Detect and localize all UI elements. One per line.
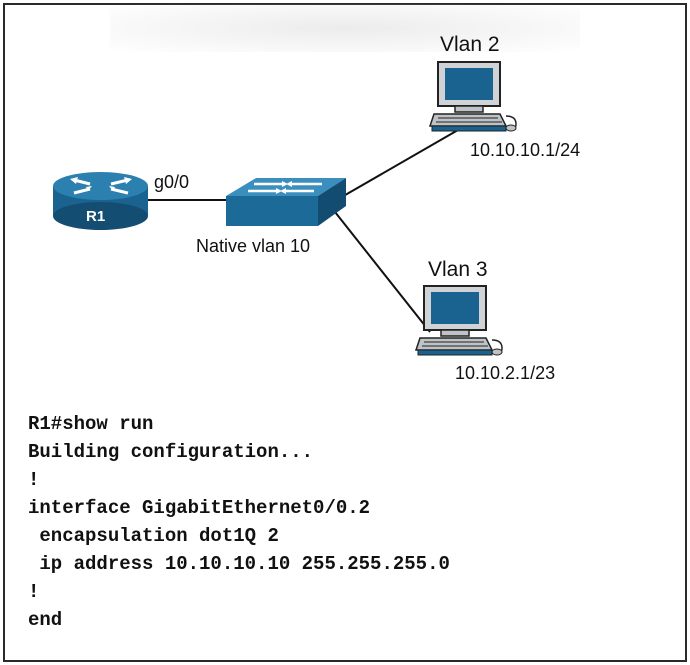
top-glow [110,4,580,52]
config-line: ip address 10.10.10.10 255.255.255.0 [28,553,450,575]
config-line: encapsulation dot1Q 2 [28,525,279,547]
host-vlan2-label: Vlan 2 [440,33,500,56]
host-vlan2-ip: 10.10.10.1/24 [470,140,581,160]
config-line: R1#show run [28,413,154,435]
config-line: Building configuration... [28,441,314,463]
link-switch-vlan3 [334,211,431,333]
host-vlan3-ip: 10.10.2.1/23 [455,363,556,383]
pc-vlan3-icon [414,285,503,356]
router-r1-icon [53,172,148,230]
link-switch-vlan2 [339,129,459,199]
config-line: ! [28,581,40,603]
router-port-label: g0/0 [154,172,190,192]
config-line: ! [28,469,40,491]
figure-frame [3,3,687,662]
host-vlan3-label: Vlan 3 [428,258,488,281]
native-vlan-label: Native vlan 10 [196,236,311,256]
router-name-label: R1 [86,208,106,225]
config-line: end [28,609,63,631]
config-output: R1#show run Building configuration... ! … [28,410,450,634]
switch-icon [226,178,346,226]
config-line: interface GigabitEthernet0/0.2 [28,497,371,519]
pc-vlan2-icon [428,61,517,132]
